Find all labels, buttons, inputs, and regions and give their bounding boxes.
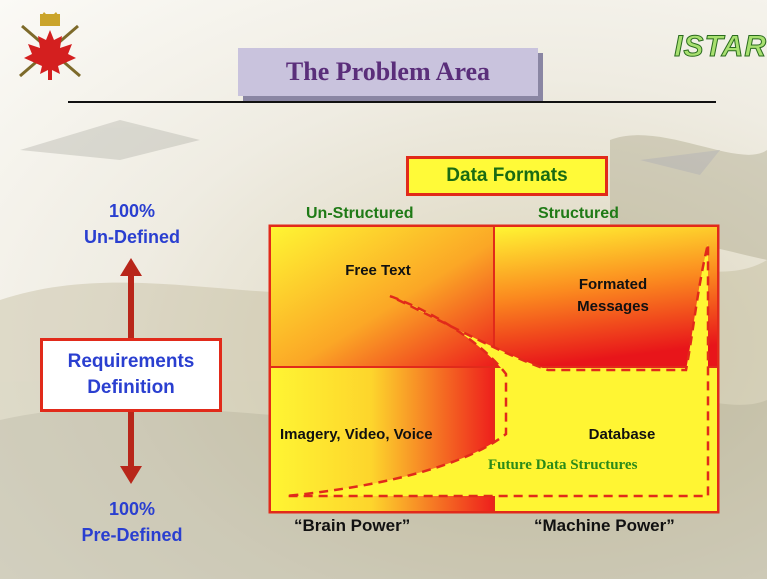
- database-label: Database: [588, 426, 656, 443]
- requirements-box: Requirements Definition: [40, 338, 222, 412]
- arrow-up-icon: [120, 258, 142, 340]
- requirements-line1: Requirements: [67, 351, 195, 372]
- title-box: The Problem Area: [238, 48, 538, 96]
- quadrant-formatted: [494, 227, 717, 367]
- quadrant-free-text: [271, 227, 494, 367]
- col-unstructured: Un-Structured: [306, 205, 414, 222]
- bottom-label: 100% Pre-Defined: [62, 496, 202, 548]
- top-percent: 100%: [108, 201, 156, 221]
- future-data-structures-label: Future Data Structures: [488, 457, 638, 473]
- col-structured: Structured: [538, 205, 619, 222]
- quadrant-diagram: [268, 224, 720, 514]
- page-title: The Problem Area: [285, 57, 491, 86]
- requirements-line2: Definition: [87, 377, 175, 398]
- formatted-messages-label: Formated Messages: [558, 274, 668, 318]
- data-formats-box: Data Formats: [406, 156, 608, 196]
- imagery-label: Imagery, Video, Voice: [280, 426, 433, 443]
- brain-power-label: “Brain Power”: [294, 516, 411, 535]
- istar-logo: ISTAR: [674, 30, 767, 64]
- formatted-line1: Formated: [578, 276, 648, 293]
- bottom-definition: Pre-Defined: [81, 525, 183, 545]
- arrow-down-icon: [120, 410, 142, 484]
- top-definition: Un-Defined: [84, 227, 180, 247]
- bottom-percent: 100%: [108, 499, 156, 519]
- machine-power-label: “Machine Power”: [534, 516, 675, 535]
- canadian-forces-crest-icon: [19, 12, 81, 80]
- free-text-label: Free Text: [345, 262, 411, 279]
- future-structures-region: [285, 243, 710, 498]
- top-label: 100% Un-Defined: [62, 198, 202, 250]
- data-formats-label: Data Formats: [446, 165, 568, 186]
- divider: [68, 101, 716, 103]
- formatted-line2: Messages: [577, 298, 649, 315]
